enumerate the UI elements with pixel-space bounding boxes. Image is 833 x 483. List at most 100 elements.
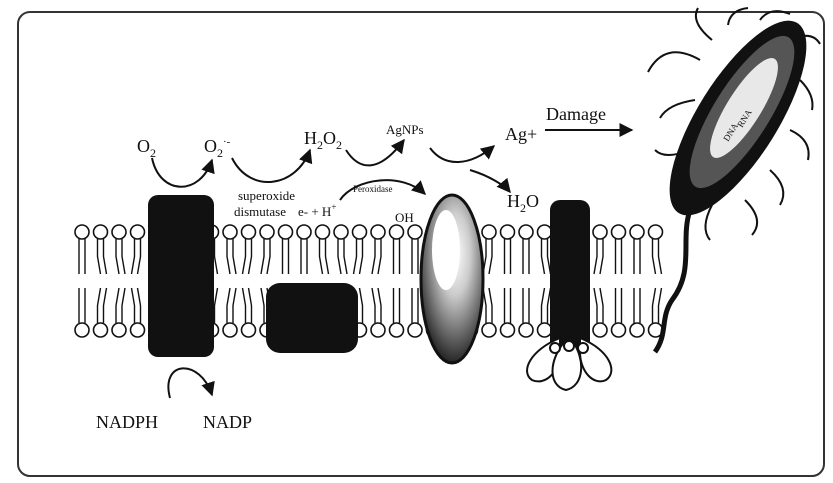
flagellum: [790, 130, 809, 160]
transporter-bulbs: [527, 338, 611, 390]
arrow-to-h2o: [470, 170, 510, 192]
lipid-tail: [132, 239, 135, 274]
o2-label: O2: [137, 136, 156, 160]
lipid-tail: [372, 288, 375, 323]
hydroxyl-label: OH: [395, 210, 414, 225]
lipid-tail: [600, 239, 603, 274]
lipid-head: [371, 323, 385, 337]
lipid-tail: [267, 239, 270, 274]
lipid-head: [242, 225, 256, 239]
arrow-h2o2-to-agnps: [346, 140, 404, 165]
electron-proton-label: e- + H+: [298, 202, 336, 219]
lipid-head: [408, 225, 422, 239]
enzyme-name-line1: superoxide: [238, 188, 295, 203]
flagellum: [800, 80, 813, 110]
lipid-head: [538, 323, 552, 337]
lipid-head: [242, 323, 256, 337]
flagellum: [728, 8, 748, 25]
lipid-tail: [489, 288, 492, 323]
lipid-tail: [116, 288, 119, 323]
lipid-head: [390, 323, 404, 337]
lipid-head: [519, 323, 533, 337]
arrow-nadph-to-nadp: [168, 368, 212, 398]
lipid-tail: [104, 288, 107, 323]
lipid-tail: [372, 239, 375, 274]
lipid-tail: [116, 239, 119, 274]
lipid-head: [75, 323, 89, 337]
lipid-tail: [122, 239, 125, 274]
lipid-tail: [249, 288, 252, 323]
lipid-head: [501, 225, 515, 239]
arrow-o2-to-superoxide: [152, 158, 212, 187]
lipid-tail: [653, 288, 656, 323]
lipid-head: [297, 225, 311, 239]
lipid-tail: [378, 288, 381, 323]
lipid-head: [501, 323, 515, 337]
lipid-head: [223, 323, 237, 337]
lipid-tail: [360, 239, 363, 274]
lipid-head: [223, 225, 237, 239]
lipid-head: [630, 323, 644, 337]
dismutase-protein: [266, 283, 358, 353]
lipid-head: [112, 323, 126, 337]
flagellum: [745, 200, 757, 235]
nadph-oxidase-protein: [148, 195, 214, 357]
lipid-tail: [132, 288, 135, 323]
lipid-head: [482, 323, 496, 337]
lipid-head: [353, 225, 367, 239]
lipid-tail: [249, 239, 252, 274]
ag-ion-label: Ag+: [505, 124, 537, 144]
lipid-head: [390, 225, 404, 239]
damage-label: Damage: [546, 104, 606, 124]
transporter-protein: [550, 200, 590, 360]
lipid-tail: [233, 239, 236, 274]
lipid-head: [612, 225, 626, 239]
arrow-superoxide-to-h2o2: [232, 150, 310, 182]
lipid-tail: [215, 239, 218, 274]
lipid-tail: [243, 239, 246, 274]
lipid-head: [612, 323, 626, 337]
lipid-tail: [600, 288, 603, 323]
lipid-tail: [378, 239, 381, 274]
lipid-tail: [98, 239, 101, 274]
lipid-tail: [261, 239, 264, 274]
lipid-tail: [360, 288, 363, 323]
h2o2-label: H2O2: [304, 128, 342, 152]
lipid-head: [316, 225, 330, 239]
lipid-head: [279, 225, 293, 239]
lipid-head: [112, 225, 126, 239]
lipid-tail: [138, 288, 141, 323]
lipid-tail: [227, 239, 230, 274]
lipid-tail: [243, 288, 246, 323]
lipid-tail: [542, 288, 545, 323]
lipid-tail: [227, 288, 230, 323]
lipid-tail: [320, 239, 323, 274]
lipid-head: [649, 225, 663, 239]
lipid-head: [131, 225, 145, 239]
lipid-head: [408, 323, 422, 337]
arrow-agnps-to-ag: [430, 146, 494, 162]
nadp-label: NADP: [203, 412, 252, 432]
lipid-tail: [344, 239, 347, 274]
lipid-head: [75, 225, 89, 239]
lipid-head: [334, 225, 348, 239]
lipid-tail: [104, 239, 107, 274]
lipid-tail: [594, 288, 597, 323]
lipid-tail: [215, 288, 218, 323]
peroxidase-label: Peroxidase: [353, 184, 393, 194]
lipid-tail: [98, 288, 101, 323]
lipid-tail: [659, 239, 662, 274]
lipid-head: [94, 323, 108, 337]
lipid-tail: [261, 288, 264, 323]
flagellum: [660, 100, 695, 118]
pore-opening: [432, 210, 460, 290]
lipid-tail: [653, 239, 656, 274]
lipid-tail: [338, 239, 341, 274]
h2o-label: H2O: [507, 191, 539, 215]
lipid-tail: [233, 288, 236, 323]
lipid-tail: [489, 239, 492, 274]
agnps-label: AgNPs: [386, 122, 424, 137]
lipid-tail: [659, 288, 662, 323]
lipid-head: [260, 225, 274, 239]
